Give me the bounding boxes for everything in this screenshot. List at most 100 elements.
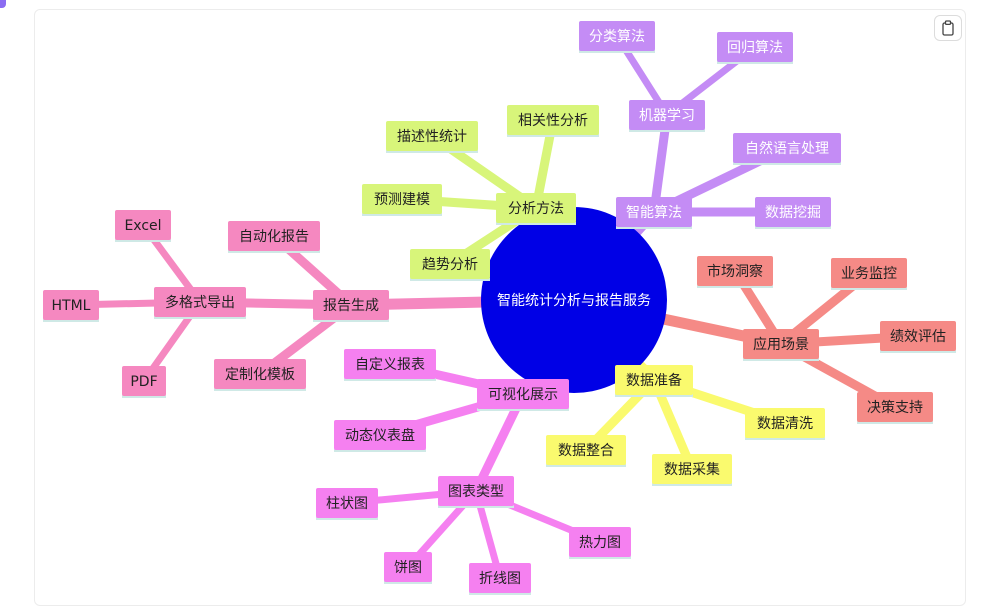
node-pie[interactable]: 饼图 (384, 552, 432, 584)
node-trend[interactable]: 趋势分析 (410, 249, 490, 281)
node-custom[interactable]: 自定义报表 (344, 349, 436, 381)
node-underline (629, 129, 705, 132)
node-ctype[interactable]: 图表类型 (438, 476, 514, 508)
node-label: 描述性统计 (397, 129, 467, 145)
node-prep[interactable]: 数据准备 (615, 365, 693, 397)
node-html[interactable]: HTML (43, 290, 99, 322)
node-label: 数据清洗 (757, 416, 813, 432)
node-pdf[interactable]: PDF (122, 366, 166, 398)
node-dash[interactable]: 动态仪表盘 (334, 420, 426, 452)
node-box (616, 197, 692, 227)
node-underline (831, 287, 907, 290)
node-box (154, 287, 246, 317)
node-box (115, 210, 171, 240)
node-box (569, 527, 631, 557)
node-line[interactable]: 折线图 (469, 563, 531, 595)
node-underline (745, 437, 825, 440)
node-app[interactable]: 应用场景 (743, 329, 819, 361)
node-label: 机器学习 (639, 108, 695, 124)
node-underline (438, 505, 514, 508)
node-box (469, 563, 531, 593)
node-underline (115, 239, 171, 242)
node-box (652, 454, 732, 484)
node-corr[interactable]: 相关性分析 (507, 105, 599, 137)
node-underline (410, 278, 490, 281)
node-mkt[interactable]: 市场洞察 (697, 256, 773, 288)
node-underline (154, 316, 246, 319)
node-label: 图表类型 (448, 484, 504, 500)
node-label: 相关性分析 (518, 113, 588, 129)
node-box (334, 420, 426, 450)
node-underline (880, 350, 956, 353)
node-box (214, 359, 306, 389)
node-biz[interactable]: 业务监控 (831, 258, 907, 290)
node-box (579, 21, 655, 51)
node-underline (579, 50, 655, 53)
node-box (438, 476, 514, 506)
node-box (743, 329, 819, 359)
node-label: 折线图 (479, 571, 521, 587)
node-label: 分析方法 (508, 201, 564, 217)
node-reg[interactable]: 回归算法 (717, 32, 793, 64)
node-pred[interactable]: 预测建模 (362, 184, 442, 216)
node-label: 报告生成 (323, 298, 379, 314)
node-underline (615, 394, 693, 397)
node-cls[interactable]: 分类算法 (579, 21, 655, 53)
node-clean[interactable]: 数据清洗 (745, 408, 825, 440)
node-underline (496, 222, 576, 225)
node-label: 趋势分析 (422, 257, 478, 273)
node-label: 回归算法 (727, 39, 783, 56)
node-coll[interactable]: 数据采集 (652, 454, 732, 486)
node-box (615, 365, 693, 395)
node-desc[interactable]: 描述性统计 (386, 121, 478, 153)
node-dm[interactable]: 数据挖掘 (755, 197, 831, 229)
node-label: 可视化展示 (488, 387, 558, 403)
node-bar[interactable]: 柱状图 (316, 488, 378, 520)
node-label: Excel (124, 218, 161, 234)
node-heat[interactable]: 热力图 (569, 527, 631, 559)
node-box (384, 552, 432, 582)
node-label: 智能算法 (626, 205, 682, 221)
node-underline (362, 213, 442, 216)
node-dec[interactable]: 决策支持 (857, 392, 933, 424)
node-label: 数据整合 (558, 443, 614, 459)
node-label: 自动化报告 (239, 229, 309, 245)
node-underline (316, 517, 378, 520)
center-node[interactable]: 智能统计分析与报告服务 (481, 207, 667, 393)
node-label: 自然语言处理 (745, 140, 829, 157)
node-box (733, 133, 841, 163)
node-label: 分类算法 (589, 29, 645, 45)
node-label: 绩效评估 (890, 329, 946, 345)
node-underline (228, 250, 320, 253)
node-nlp[interactable]: 自然语言处理 (733, 133, 841, 165)
node-method[interactable]: 分析方法 (496, 193, 576, 225)
node-underline (384, 581, 432, 584)
node-ml[interactable]: 机器学习 (629, 100, 705, 132)
node-export[interactable]: 多格式导出 (154, 287, 246, 319)
node-box (313, 290, 389, 320)
node-label: 数据挖掘 (765, 205, 821, 221)
node-integ[interactable]: 数据整合 (546, 435, 626, 467)
node-underline (755, 226, 831, 229)
node-box (496, 193, 576, 223)
node-viz[interactable]: 可视化展示 (477, 379, 569, 411)
node-underline (122, 395, 166, 398)
node-underline (386, 150, 478, 153)
node-perf[interactable]: 绩效评估 (880, 321, 956, 353)
node-algo[interactable]: 智能算法 (616, 197, 692, 229)
node-box (857, 392, 933, 422)
node-excel[interactable]: Excel (115, 210, 171, 242)
copy-button[interactable] (934, 15, 962, 41)
node-box (755, 197, 831, 227)
node-underline (546, 464, 626, 467)
node-box (745, 408, 825, 438)
node-auto[interactable]: 自动化报告 (228, 221, 320, 253)
node-report[interactable]: 报告生成 (313, 290, 389, 322)
node-box (629, 100, 705, 130)
node-box (831, 258, 907, 288)
node-tmpl[interactable]: 定制化模板 (214, 359, 306, 391)
node-underline (857, 421, 933, 424)
node-label: 业务监控 (841, 266, 897, 282)
